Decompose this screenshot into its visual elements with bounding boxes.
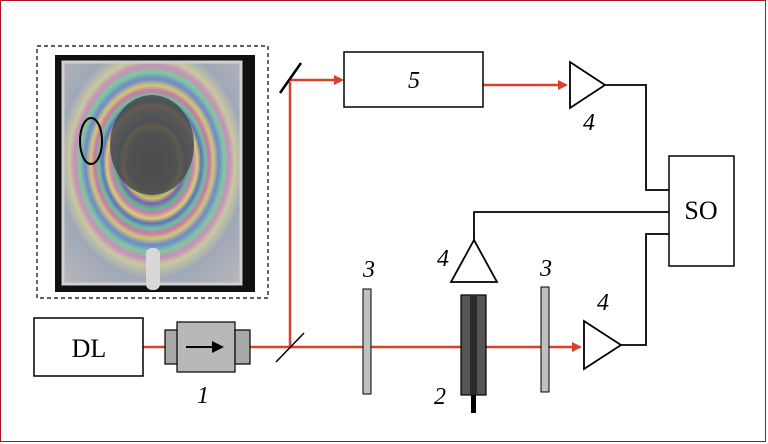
label-2: 2 bbox=[434, 384, 446, 410]
label-4-bottom: 4 bbox=[597, 290, 609, 316]
signal-wires bbox=[473, 84, 669, 346]
detector-top-icon bbox=[569, 60, 607, 110]
box-5 bbox=[343, 51, 484, 108]
optical-isolator bbox=[164, 321, 251, 373]
label-3-left: 3 bbox=[362, 257, 375, 283]
sample-holder-stem bbox=[471, 395, 476, 413]
sample-holder bbox=[460, 294, 487, 413]
fringe-center-spot bbox=[110, 95, 194, 195]
upper-mirror bbox=[278, 62, 303, 94]
so-box bbox=[668, 155, 735, 267]
inset-dashed-frame bbox=[36, 45, 269, 299]
beam-splitter bbox=[275, 332, 305, 363]
wire-bottom-detector-to-so bbox=[621, 233, 669, 346]
label-3-right: 3 bbox=[539, 256, 552, 282]
laser-beams bbox=[143, 75, 582, 352]
label-5: 5 bbox=[408, 68, 420, 94]
marker-ellipse bbox=[79, 117, 103, 165]
plate-3-right bbox=[540, 286, 550, 393]
so-label: SO bbox=[684, 196, 717, 225]
plate-3-left bbox=[362, 288, 372, 395]
label-1: 1 bbox=[197, 383, 209, 409]
isolator-right-flange bbox=[234, 329, 251, 365]
isolator-arrow-head-icon bbox=[212, 341, 224, 353]
label-4-top: 4 bbox=[583, 110, 595, 136]
dl-label: DL bbox=[72, 334, 107, 363]
label-4-middle: 4 bbox=[437, 246, 449, 272]
wire-middle-detector-to-so bbox=[473, 211, 669, 240]
sample-holder-core bbox=[470, 295, 477, 395]
inset-photo bbox=[36, 45, 269, 299]
wire-top-detector-to-so bbox=[605, 84, 669, 191]
detector-middle-icon bbox=[449, 238, 499, 283]
sample-stem bbox=[146, 248, 160, 290]
detector-bottom-icon bbox=[583, 319, 623, 371]
dl-box bbox=[33, 317, 144, 377]
